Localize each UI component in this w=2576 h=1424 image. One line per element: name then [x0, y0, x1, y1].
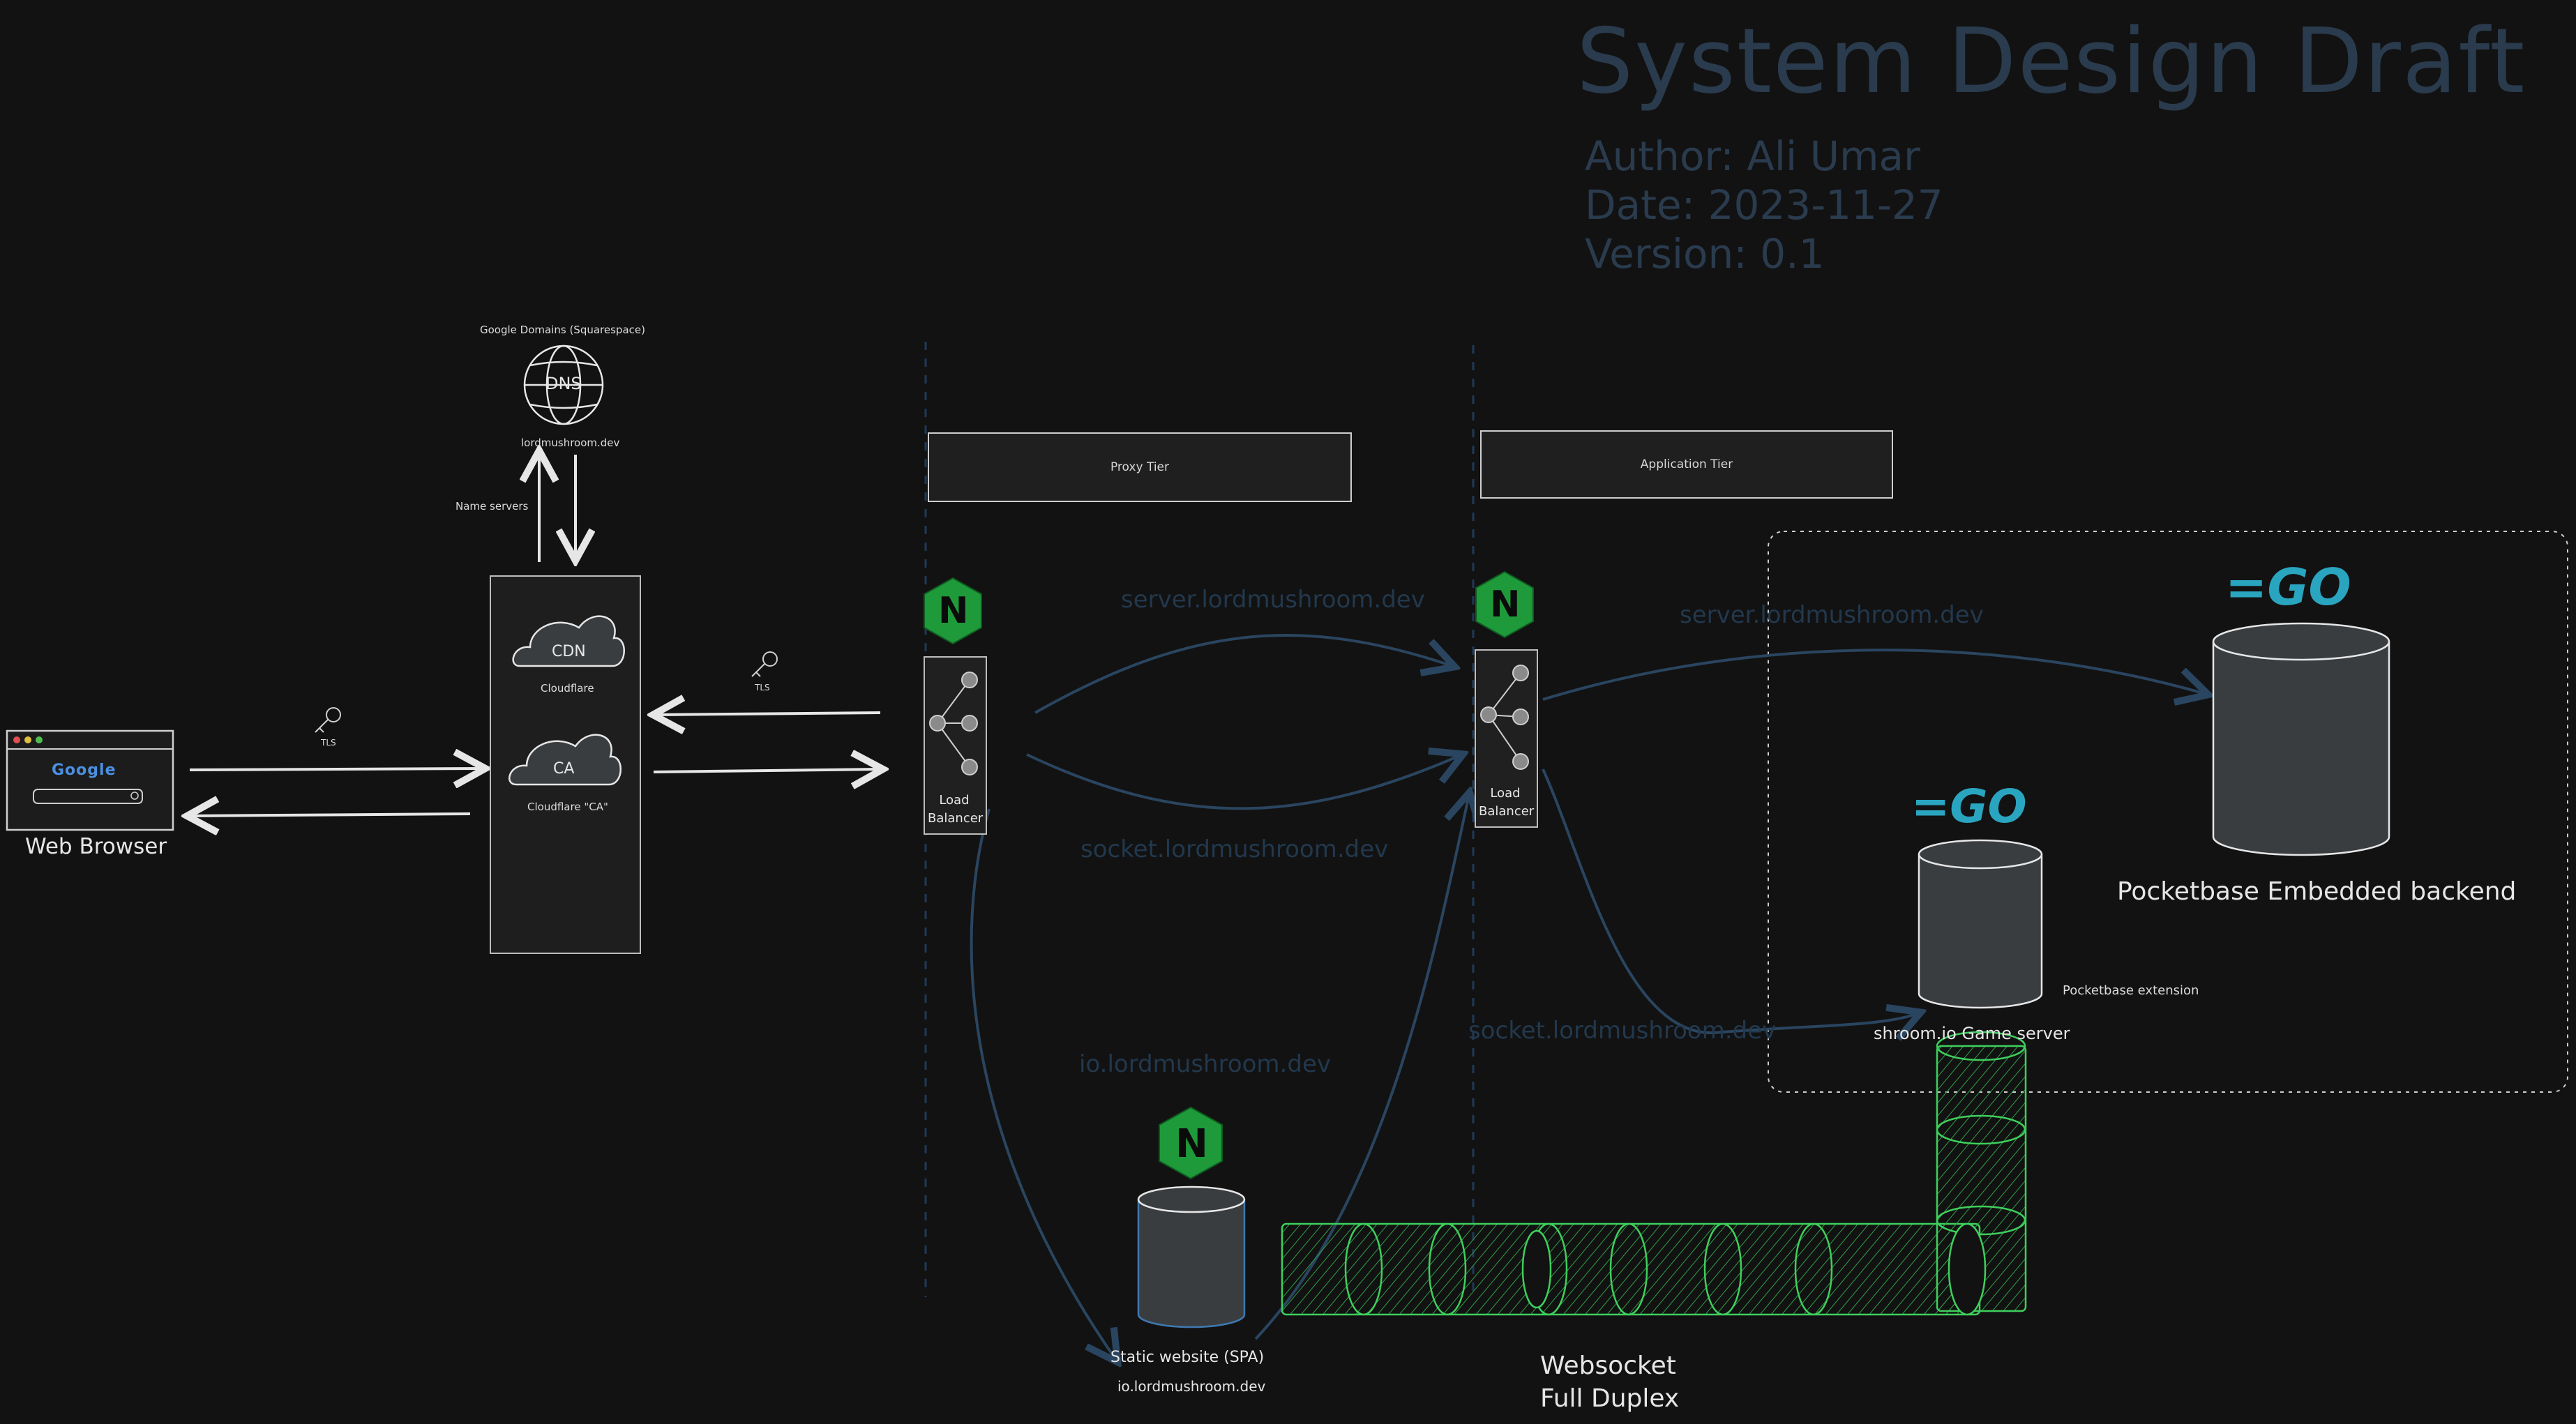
- application-tier-box: Application Tier: [1480, 430, 1893, 499]
- google-logo: Google: [52, 762, 116, 779]
- dns-domain-label: lordmushroom.dev: [521, 437, 620, 449]
- ca-caption: Cloudflare "CA": [527, 801, 608, 813]
- nginx-icon-proxy: [924, 577, 982, 645]
- tls-key-icon: [315, 707, 341, 733]
- arrow-browser-to-edge: [189, 768, 483, 770]
- game-server-database-icon: [1918, 839, 2043, 1009]
- arrow-edge-to-proxy: [653, 769, 880, 772]
- route-label-socket-2: socket.lordmushroom.dev: [1468, 1017, 1777, 1045]
- ca-cloud-icon: [509, 734, 622, 786]
- cdn-caption: Cloudflare: [541, 682, 594, 695]
- web-browser-label: Web Browser: [25, 834, 167, 859]
- web-browser-icon: [6, 729, 174, 831]
- static-website-label: Static website (SPA): [1110, 1349, 1265, 1366]
- route-label-io: io.lordmushroom.dev: [1079, 1050, 1331, 1078]
- nginx-icon-static: [1159, 1106, 1223, 1180]
- nginx-letter-static: N: [1175, 1121, 1208, 1167]
- proxy-tier-label: Proxy Tier: [1110, 460, 1169, 474]
- route-server-proxy-to-app: [1034, 634, 1452, 714]
- route-io-proxy-to-static: [970, 808, 1116, 1360]
- version-text: Version: 0.1: [1585, 230, 1825, 278]
- dns-globe-icon: [523, 344, 604, 425]
- tls-key-icon-2: [751, 651, 778, 677]
- pocketbase-database-icon: [2212, 622, 2390, 856]
- app-lb-label: Load Balancer: [1479, 786, 1535, 819]
- websocket-tube-icon: [1281, 1031, 2027, 1316]
- proxy-lb-label: Load Balancer: [928, 793, 984, 826]
- cdn-text: CDN: [552, 643, 586, 660]
- dns-icon-text: DNS: [545, 374, 582, 393]
- name-servers-label: Name servers: [455, 500, 529, 513]
- pocketbase-extension-label: Pocketbase extension: [2063, 983, 2199, 998]
- nginx-letter-app: N: [1490, 584, 1521, 626]
- route-label-socket-1: socket.lordmushroom.dev: [1080, 835, 1389, 863]
- static-website-database-icon: [1137, 1186, 1246, 1328]
- tls-label-1: TLS: [321, 738, 336, 748]
- route-label-server-1: server.lordmushroom.dev: [1121, 586, 1425, 614]
- diagram-title: System Design Draft: [1576, 10, 2526, 114]
- author-text: Author: Ali Umar: [1585, 132, 1920, 180]
- cdn-cloud-icon: [512, 615, 625, 667]
- route-server-app-to-pocketbase: [1542, 649, 2206, 699]
- game-server-label: shroom.io Game server: [1874, 1024, 2070, 1043]
- date-text: Date: 2023-11-27: [1585, 181, 1943, 229]
- route-socket-proxy-to-app: [1026, 755, 1461, 810]
- go-logo-pocketbase: =GO: [2225, 558, 2351, 616]
- route-socket-app-to-game: [1542, 768, 1918, 1033]
- proxy-tier-box: Proxy Tier: [928, 432, 1352, 502]
- arrow-edge-to-browser: [190, 814, 471, 816]
- nginx-letter-proxy: N: [938, 590, 969, 632]
- websocket-label-line2: Full Duplex: [1540, 1384, 1680, 1413]
- application-tier-label: Application Tier: [1640, 457, 1733, 471]
- websocket-label-line1: Websocket: [1540, 1351, 1676, 1380]
- ca-text: CA: [553, 760, 575, 778]
- arrow-proxy-to-edge: [656, 713, 881, 715]
- pocketbase-label: Pocketbase Embedded backend: [2117, 877, 2517, 906]
- route-label-server-2: server.lordmushroom.dev: [1680, 601, 1984, 629]
- nginx-icon-app: [1475, 570, 1534, 639]
- backend-boundary: [1768, 531, 2568, 1093]
- static-website-domain: io.lordmushroom.dev: [1117, 1378, 1266, 1395]
- dns-provider-label: Google Domains (Squarespace): [480, 324, 645, 336]
- go-logo-game-server: =GO: [1911, 780, 2027, 833]
- tls-label-2: TLS: [755, 683, 770, 692]
